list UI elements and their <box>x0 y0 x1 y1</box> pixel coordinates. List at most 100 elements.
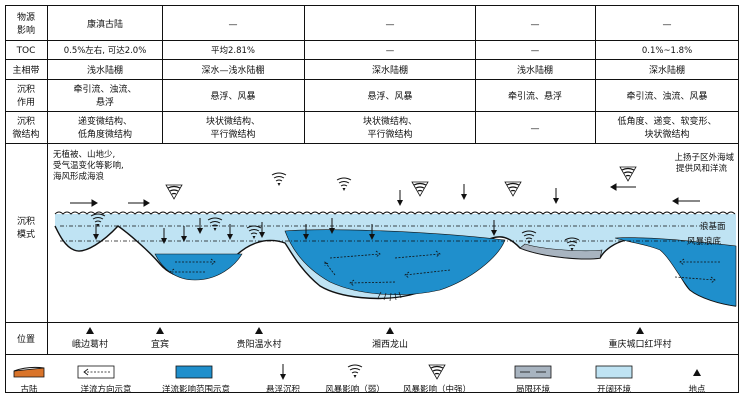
table-grid <box>5 5 739 393</box>
cell-micro-1b: 低角度微结构 <box>78 128 132 140</box>
location-label: 峨边葛村 <box>72 338 108 350</box>
cell-process-1b: 悬浮 <box>96 96 114 108</box>
location-label: 宜宾 <box>151 338 169 350</box>
cell-facies-5: 深水陆棚 <box>649 64 685 76</box>
location-marker-icon <box>156 327 164 334</box>
location-label: 重庆城口红坪村 <box>608 338 671 350</box>
location-marker-icon <box>386 327 394 334</box>
cell-process-1a: 牵引流、浊流、 <box>73 83 136 95</box>
cell-process-2: 悬浮、风暴 <box>210 90 255 102</box>
location-marker-icon <box>636 327 644 334</box>
row-label-process-2: 作用 <box>17 96 35 108</box>
row-label-influence-2: 影响 <box>17 24 35 36</box>
svg-text:开阔环境: 开阔环境 <box>597 384 632 395</box>
row-label-influence-1: 物源 <box>17 11 35 23</box>
storm-weak-icon <box>271 172 287 187</box>
legend-item-land: 古陆 <box>13 366 45 395</box>
table-cells: 康滇古陆 — — — — 0.5%左右, 可达2.0% 平均2.81% — — … <box>64 18 717 140</box>
storm-strong-icon <box>619 166 637 182</box>
cell-toc-1: 0.5%左右, 可达2.0% <box>64 45 147 56</box>
legend-item-open: 开阔环境 <box>595 365 633 395</box>
legend-item-current-range: 洋流影响范围示意 <box>162 365 230 395</box>
cell-facies-3: 深水陆棚 <box>372 64 408 76</box>
row-label-facies: 主相带 <box>12 64 39 76</box>
cell-micro-3a: 块状微结构、 <box>363 115 417 127</box>
row-label-location: 位置 <box>17 333 35 345</box>
restricted-environment <box>519 243 603 259</box>
storm-weak-icon <box>336 177 352 192</box>
cell-process-4: 牵引流、悬浮 <box>508 90 562 102</box>
cell-micro-5b: 块状微结构 <box>644 128 689 140</box>
sedimentary-model: 浪基面 风暴浪底 <box>53 149 737 307</box>
current-range-3 <box>614 237 737 307</box>
current-range-2 <box>284 229 506 295</box>
svg-text:古陆: 古陆 <box>20 384 38 395</box>
legend-item-storm-weak: 风暴影响（弱） <box>325 364 385 395</box>
note-left-1: 无植被、山地少, <box>53 149 115 160</box>
location-label: 湘西龙山 <box>372 338 408 350</box>
cell-micro-4: — <box>531 124 540 134</box>
row-label-micro-2: 微结构 <box>12 128 39 140</box>
location-marker-icon <box>86 327 94 334</box>
cell-facies-4: 浅水陆棚 <box>517 64 553 76</box>
row-label-process-1: 沉积 <box>17 83 35 95</box>
cell-facies-2: 深水—浅水陆棚 <box>201 64 264 76</box>
svg-text:悬浮沉积: 悬浮沉积 <box>266 384 301 395</box>
cell-micro-2a: 块状微结构、 <box>206 115 260 127</box>
note-right-2: 提供风和洋流 <box>676 163 728 174</box>
cell-toc-3: — <box>386 46 395 56</box>
svg-text:风暴影响（弱）: 风暴影响（弱） <box>325 384 385 395</box>
suspension-arrow-icon <box>396 189 404 207</box>
row-label-micro-1: 沉积 <box>17 115 35 127</box>
location-marker-icon <box>255 327 263 334</box>
cell-influence-1: 康滇古陆 <box>87 18 123 30</box>
cell-facies-1: 浅水陆棚 <box>87 64 123 76</box>
legend-item-location: 地点 <box>688 369 706 395</box>
row-label-model-1: 沉积 <box>17 215 35 227</box>
cell-influence-2: — <box>229 20 238 30</box>
note-left-3: 海风形成海浪 <box>53 171 105 182</box>
location-label: 贵阳温水村 <box>236 338 281 350</box>
storm-strong-icon <box>411 181 429 197</box>
legend-item-restricted: 局限环境 <box>514 365 552 395</box>
suspension-arrow-icon <box>460 183 468 201</box>
legend: 古陆 洋流方向示意 洋流影响范围示意 悬浮沉积 风暴影响（弱） 风暴影响（中强） <box>13 363 706 395</box>
current-direction-arrows <box>169 250 720 287</box>
cell-toc-5: 0.1%~1.8% <box>642 46 692 56</box>
row-label-toc: TOC <box>16 46 36 56</box>
svg-text:洋流方向示意: 洋流方向示意 <box>80 384 131 395</box>
storm-strong-icon <box>504 181 522 197</box>
cell-toc-4: — <box>531 46 540 56</box>
legend-item-storm-strong: 风暴影响（中强） <box>403 364 471 395</box>
cell-micro-5a: 低角度、递变、软变形、 <box>617 115 716 127</box>
basin-bottom-marks <box>377 291 402 302</box>
cell-toc-2: 平均2.81% <box>211 45 255 56</box>
cell-process-5: 牵引流、浊流、风暴 <box>626 90 707 102</box>
row-labels: 物源 影响 TOC 主相带 沉积 作用 沉积 微结构 沉积 模式 位置 <box>12 11 39 345</box>
cell-micro-2b: 平行微结构 <box>210 128 255 140</box>
svg-text:地点: 地点 <box>688 384 706 395</box>
cell-micro-1a: 递变微结构、 <box>78 115 132 127</box>
legend-item-suspension: 悬浮沉积 <box>266 363 301 395</box>
storm-strong-icon <box>165 184 183 200</box>
wave-base-label: 浪基面 <box>700 221 726 232</box>
wind-arrows <box>70 183 700 207</box>
cell-process-3: 悬浮、风暴 <box>367 90 412 102</box>
cell-micro-3b: 平行微结构 <box>367 128 412 140</box>
svg-text:局限环境: 局限环境 <box>516 384 551 395</box>
cell-influence-3: — <box>386 20 395 30</box>
location-row: 峨边葛村 宜宾 贵阳温水村 湘西龙山 重庆城口红坪村 <box>72 327 672 350</box>
suspension-arrow-icon <box>552 187 560 205</box>
current-range-1 <box>154 253 243 281</box>
sea-surface-waves <box>54 211 736 215</box>
cell-influence-5: — <box>663 20 672 30</box>
note-right-1: 上扬子区外海域 <box>674 152 734 163</box>
legend-item-current-direction: 洋流方向示意 <box>77 365 132 395</box>
note-left-2: 受气温变化等影响, <box>53 160 124 171</box>
svg-text:风暴影响（中强）: 风暴影响（中强） <box>403 384 471 395</box>
cell-influence-4: — <box>531 20 540 30</box>
storm-wave-base-label: 风暴浪底 <box>687 236 722 247</box>
row-label-model-2: 模式 <box>17 228 35 240</box>
